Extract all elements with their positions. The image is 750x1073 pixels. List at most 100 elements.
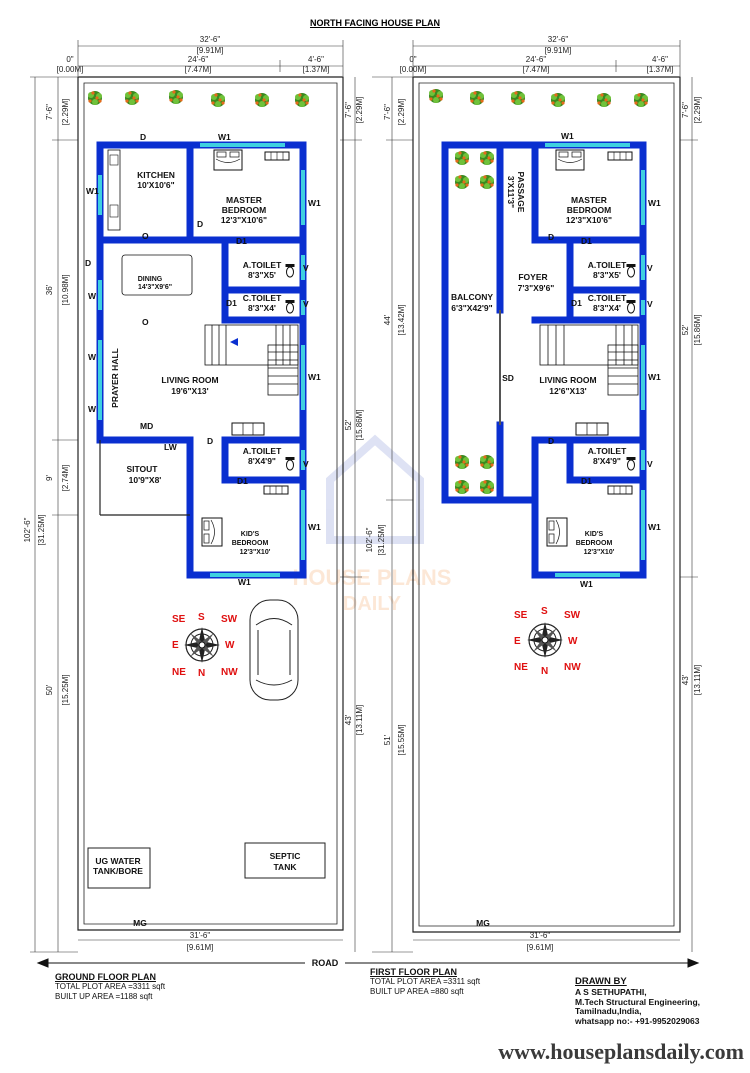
gf-dim-left-c-m: [2.74M] [61,465,70,492]
gf-compass-sw: SW [221,614,238,625]
ff-dim-left-c: 51' [383,734,392,745]
ff-mark-w1-living: W1 [648,372,661,382]
ff-dim-top-zero: 0" [409,55,416,64]
ff-dim-left-total-m: [31.25M] [377,524,386,555]
watermark: HOUSE PLANS DAILY [293,434,452,615]
ff-kids-label2: BEDROOM [576,540,613,547]
drawn-by-block: DRAWN BY A S SETHUPATHI, M.Tech Structur… [575,976,700,1027]
gf-dim-right-a: 7'-6" [344,102,353,118]
gf-mark-v-1: V [303,263,309,273]
gf-ugwater-label: UG WATER [95,856,140,866]
gf-kids-label: KID'S [241,531,260,538]
gf-mark-w1-bottom: W1 [238,577,251,587]
ff-living-size: 12'6"X13' [549,386,586,396]
ff-dim-left-a: 7'-6" [383,104,392,120]
ff-dim-right-a: 7'-6" [681,102,690,118]
gf-dim-top-total: 32'-6" [200,35,221,44]
ff-dim-top-b: 4'-6" [652,55,668,64]
gf-dim-right-b: 52' [344,419,353,430]
ff-foyer-label: FOYER [518,272,547,282]
website-url: www.houseplansdaily.com [498,1039,744,1064]
gf-dim-right-c: 43' [344,714,353,725]
gf-master-label2: BEDROOM [222,205,266,215]
ff-mark-v-3: V [647,459,653,469]
road-label: ROAD [312,958,339,968]
ff-compass-n: N [541,666,548,677]
ff-dim-top-zero-m: [0.00M] [400,65,427,74]
gf-mark-w-3: W [88,404,97,414]
first-floor-built-area: BUILT UP AREA =880 sqft [370,986,464,996]
gf-dim-top-b: 4'-6" [308,55,324,64]
ff-ctoilet-size: 8'3"X4' [593,303,621,313]
gf-kids-size: 12'3"X10' [240,549,271,556]
gf-mg-label: MG [133,918,147,928]
ff-dim-right-b: 52' [681,324,690,335]
gf-compass-se: SE [172,614,186,625]
ff-dim-left-c-m: [15.55M] [397,724,406,755]
gf-compass-nw: NW [221,667,238,678]
ff-compass-nw: NW [564,662,581,673]
ff-mark-d-1: D [548,232,554,242]
ff-mark-v-1: V [647,263,653,273]
gf-dining-label: DINING [138,276,163,283]
gf-master-label: MASTER [226,195,262,205]
gf-atoilet1-label: A.TOILET [243,260,282,270]
gf-atoilet2-label: A.TOILET [243,446,282,456]
ff-living-label: LIVING ROOM [539,375,596,385]
ff-master-label: MASTER [571,195,607,205]
ff-dim-left-total: 102'-6" [365,527,374,552]
ground-floor-caption: GROUND FLOOR PLAN TOTAL PLOT AREA =3311 … [55,972,165,1001]
ff-mark-w1-bottom: W1 [580,579,593,589]
watermark-line2: DAILY [343,593,402,615]
gf-dim-left-total-m: [31.25M] [37,514,46,545]
ff-mark-d1-1: D1 [581,236,592,246]
gf-mark-md: MD [140,421,153,431]
ff-dim-right-c: 43' [681,674,690,685]
watermark-line1: HOUSE PLANS [293,565,452,590]
drawn-by-qualification: M.Tech Structural Engineering, [575,996,700,1007]
gf-mark-lw: LW [164,442,178,452]
gf-mark-w-1: W [88,291,97,301]
ground-floor-built-area: BUILT UP AREA =1188 sqft [55,991,153,1001]
ff-dim-top-total-m: [9.91M] [545,46,572,55]
ff-dim-left-a-m: [2.29M] [397,99,406,126]
gf-mark-w1-right: W1 [308,198,321,208]
gf-master-size: 12'3"X10'6" [221,215,267,225]
ff-passage-size: 3'X11'3" [506,176,516,208]
drawn-by-place: Tamilnadu,India, [575,1006,642,1017]
first-floor-heading: FIRST FLOOR PLAN [370,967,457,977]
ff-ctoilet-label: C.TOILET [588,293,627,303]
gf-dim-top-zero-m: [0.00M] [57,65,84,74]
gf-mark-d-1: D [140,132,146,142]
gf-atoilet1-size: 8'3"X5' [248,270,276,280]
gf-mark-w1-living: W1 [308,372,321,382]
gf-dim-bottom: 31'-6" [190,931,211,940]
ff-balcony-label: BALCONY [451,292,493,302]
gf-dim-left-d-m: [15.25M] [61,674,70,705]
ff-master-label2: BEDROOM [567,205,611,215]
gf-dim-top-total-m: [9.91M] [197,46,224,55]
ff-compass-sw: SW [564,610,581,621]
gf-kitchen-label: KITCHEN [137,170,175,180]
ff-dim-top-total: 32'-6" [548,35,569,44]
ff-mark-v-2: V [647,299,653,309]
ff-balcony-size: 6'3"X42'9" [451,303,492,313]
gf-mark-d-4: D [207,436,213,446]
gf-dim-left-c: 9' [45,475,54,481]
gf-dim-left-a-m: [2.29M] [61,99,70,126]
gf-compass-w: W [225,640,235,651]
gf-dim-left-d: 50' [45,684,54,695]
gf-dim-left-b: 36' [45,284,54,295]
ff-atoilet1-label: A.TOILET [588,260,627,270]
gf-mark-d1-1: D1 [236,236,247,246]
ff-mg-label: MG [476,918,490,928]
ff-dim-top-b-m: [1.37M] [647,65,674,74]
gf-compass-e: E [172,640,179,651]
ff-dim-top-a-m: [7.47M] [523,65,550,74]
ff-dim-right-c-m: [13.11M] [693,665,702,696]
ff-mark-w1-top: W1 [561,131,574,141]
gf-dining-size: 14'3"X9'6" [138,284,172,291]
gf-dim-right-c-m: [13.11M] [355,705,364,736]
first-floor-caption: FIRST FLOOR PLAN TOTAL PLOT AREA =3311 s… [370,967,480,996]
